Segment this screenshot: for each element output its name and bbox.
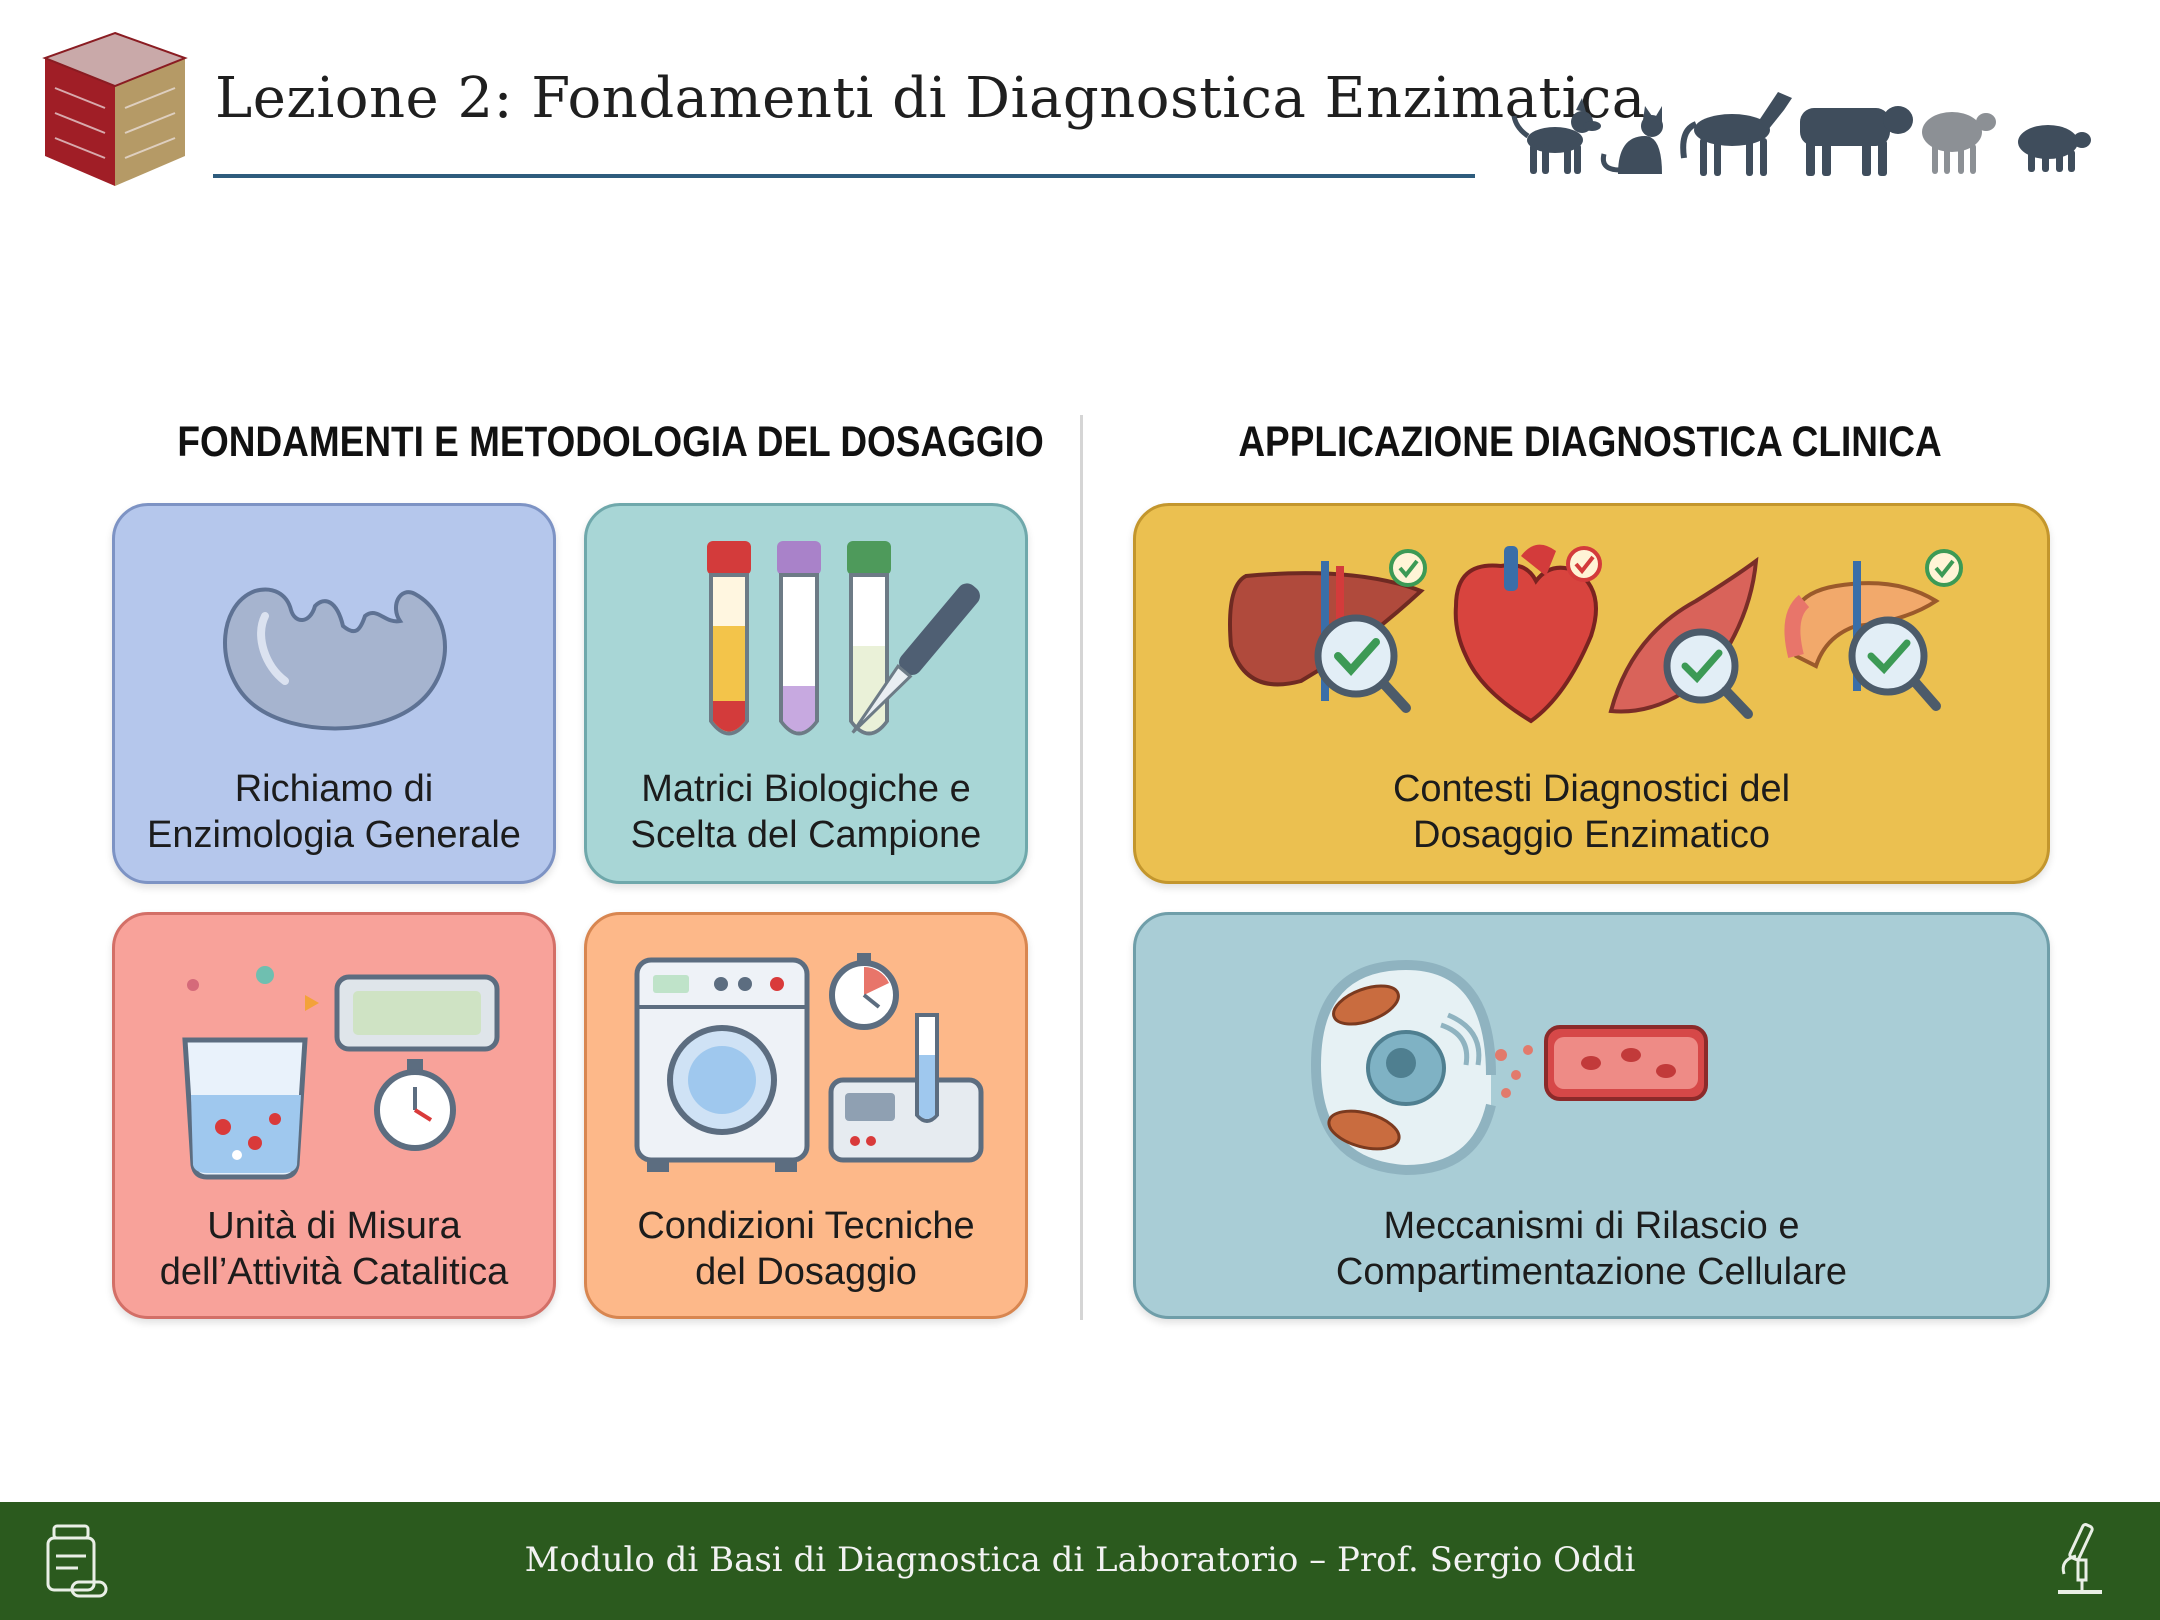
pancreas-icon	[1784, 549, 1963, 711]
university-cube-logo	[42, 31, 188, 186]
card-contexts-line2: Dosaggio Enzimatico	[1413, 814, 1770, 856]
card-matrices-line1: Matrici Biologiche e	[641, 768, 971, 810]
cow-icon	[1800, 106, 1913, 176]
card-contexts[interactable]: Contesti Diagnostici del Dosaggio Enzima…	[1133, 503, 2050, 884]
left-column-heading: FONDAMENTI E METODOLOGIA DEL DOSAGGIO	[177, 418, 1044, 466]
card-conditions-line1: Condizioni Tecniche	[637, 1205, 975, 1247]
beaker-timer-icon	[182, 966, 500, 1180]
card-conditions[interactable]: Condizioni Tecniche del Dosaggio	[584, 912, 1028, 1319]
sheep-icon	[1922, 112, 1996, 174]
dog-icon	[1511, 98, 1601, 174]
right-column-heading: APPLICAZIONE DIAGNOSTICA CLINICA	[1238, 418, 1942, 466]
card-conditions-line2: del Dosaggio	[695, 1251, 917, 1293]
title-underline	[213, 174, 1475, 178]
horse-icon	[1680, 92, 1792, 176]
card-matrices[interactable]: Matrici Biologiche e Scelta del Campione	[584, 503, 1028, 884]
pig-icon	[2018, 125, 2091, 172]
cell-release-icon	[1310, 959, 1708, 1176]
organs-magnifier-icon	[1228, 544, 1963, 724]
card-matrices-line2: Scelta del Campione	[630, 814, 982, 856]
card-units-line1: Unità di Misura	[207, 1205, 461, 1247]
card-contexts-line1: Contesti Diagnostici del	[1392, 768, 1791, 810]
animal-icons	[1511, 92, 2091, 176]
cat-icon	[1600, 106, 1663, 174]
card-mechanisms[interactable]: Meccanismi di Rilascio e Compartimentazi…	[1133, 912, 2050, 1319]
liver-icon	[1228, 549, 1427, 713]
microscope-icon	[2058, 1523, 2102, 1594]
footer-bar: Modulo di Basi di Diagnostica di Laborat…	[0, 1502, 2160, 1620]
enzyme-icon	[223, 587, 447, 731]
column-divider	[1080, 415, 1083, 1320]
heart-icon	[1453, 544, 1602, 724]
card-enzymology[interactable]: Richiamo di Enzimologia Generale	[112, 503, 556, 884]
lab-instrument-icon	[634, 953, 984, 1172]
card-mechanisms-line2: Compartimentazione Cellulare	[1335, 1251, 1848, 1293]
muscle-icon	[1608, 556, 1759, 719]
card-units-line2: dell’Attività Catalitica	[159, 1251, 509, 1293]
footer-text: Modulo di Basi di Diagnostica di Laborat…	[524, 1540, 1636, 1580]
card-enzymology-line2: Enzimologia Generale	[147, 814, 521, 856]
card-enzymology-line1: Richiamo di	[234, 768, 434, 810]
medicine-bottle-icon	[46, 1524, 108, 1598]
sample-tubes-icon	[707, 541, 980, 736]
card-units[interactable]: Unità di Misura dell’Attività Catalitica	[112, 912, 556, 1319]
card-mechanisms-line1: Meccanismi di Rilascio e	[1383, 1205, 1800, 1247]
page-title: Lezione 2: Fondamenti di Diagnostica Enz…	[215, 66, 1646, 131]
